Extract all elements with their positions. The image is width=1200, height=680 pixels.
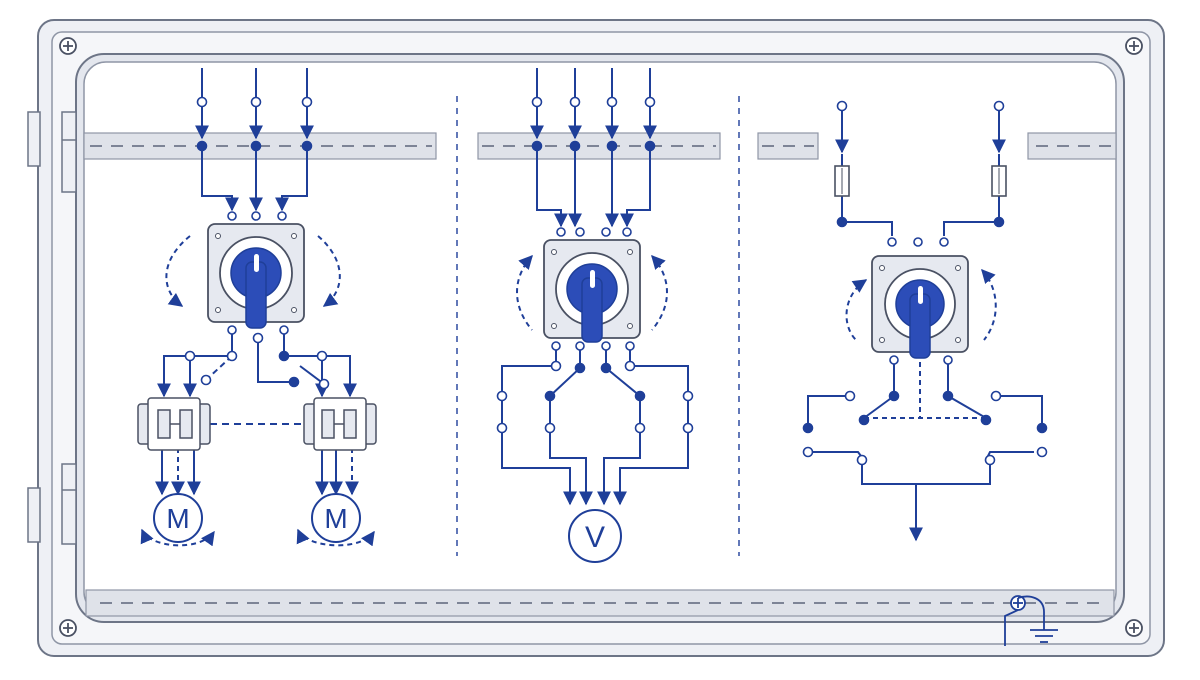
voltmeter: V	[568, 509, 622, 563]
rotary-switch-middle	[543, 227, 641, 351]
screw-icon	[1125, 619, 1143, 637]
rotary-switch-right	[871, 237, 969, 365]
motor-1: M	[153, 493, 203, 543]
voltmeter-label: V	[585, 521, 605, 554]
hinge-icon	[27, 111, 77, 193]
motor-1-label: M	[166, 503, 189, 534]
right-switch-circuit	[807, 106, 1043, 542]
middle-terminals	[496, 96, 694, 434]
fuse-1	[834, 165, 850, 197]
contactor-1	[137, 397, 211, 451]
screw-icon	[1125, 37, 1143, 55]
hinge-icon	[27, 463, 77, 545]
ground-icon	[1004, 595, 1058, 646]
motor-2: M	[311, 493, 361, 543]
motor-2-label: M	[324, 503, 347, 534]
fuse-2	[991, 165, 1007, 197]
left-terminals	[184, 96, 330, 390]
din-rail-bottom	[85, 589, 1115, 617]
rotary-switch-left	[207, 211, 305, 335]
contactor-2	[303, 397, 377, 451]
right-terminals	[802, 100, 1048, 466]
screw-icon	[59, 619, 77, 637]
screw-icon	[59, 37, 77, 55]
